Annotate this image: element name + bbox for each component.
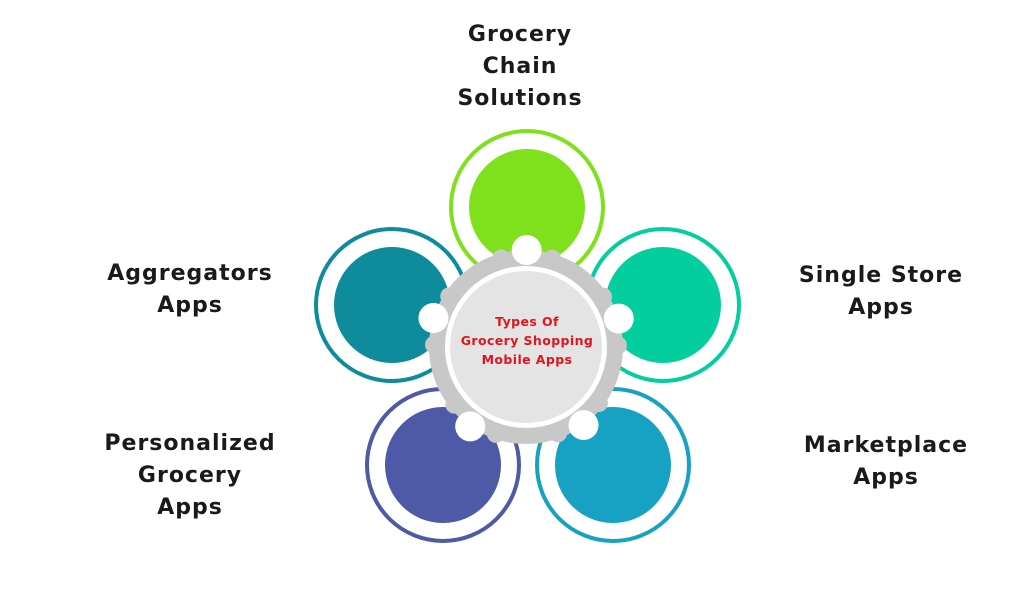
center-title-line: Grocery Shopping <box>460 333 594 348</box>
petal-label-line: Marketplace <box>803 433 969 458</box>
center-gear-hub <box>418 235 634 444</box>
gear-tooth <box>492 249 511 268</box>
gear-notch <box>455 411 486 442</box>
petal-label-line: Apps <box>157 293 223 318</box>
gear-tooth <box>608 336 627 355</box>
gear-tooth <box>445 395 464 414</box>
petal-label-line: Chain <box>482 54 558 79</box>
petal-label-line: Grocery <box>467 22 573 47</box>
center-title-line: Mobile Apps <box>481 352 573 367</box>
gear-tooth <box>549 424 568 443</box>
petal-label-line: Single Store <box>798 263 964 288</box>
petal-label-top: Grocery Chain Solutions <box>400 19 640 115</box>
petal-inner-disc <box>469 149 585 265</box>
petal-inner-disc <box>334 247 450 363</box>
petal-label-bottom-left: Personalized Grocery Apps <box>70 428 310 524</box>
petal-label-line: Apps <box>157 495 223 520</box>
gear-notch <box>511 235 542 266</box>
gear-tooth <box>440 287 459 306</box>
gear-notch <box>568 410 599 441</box>
gear-tooth <box>543 249 562 268</box>
gear-center-disc <box>450 271 602 423</box>
petal-label-line: Apps <box>853 465 919 490</box>
petal-label-top-right: Single Store Apps <box>761 260 1001 324</box>
petal-label-line: Grocery <box>137 463 243 488</box>
petal-label-bottom-right: Marketplace Apps <box>766 430 1006 494</box>
center-title: Types Of Grocery Shopping Mobile Apps <box>452 312 602 369</box>
petal-label-line: Apps <box>848 295 914 320</box>
petal-label-line: Personalized <box>104 431 276 456</box>
petal-label-top-left: Aggregators Apps <box>70 258 310 322</box>
gear-notch <box>603 303 634 334</box>
gear-notch <box>418 302 449 333</box>
petal-inner-disc <box>605 247 721 363</box>
gear-tooth <box>594 287 613 306</box>
petal-label-line: Aggregators <box>107 261 273 286</box>
gear-tooth <box>425 335 444 354</box>
petal-label-line: Solutions <box>457 86 583 111</box>
center-title-line: Types Of <box>495 314 559 329</box>
gear-tooth <box>486 424 505 443</box>
gear-tooth <box>589 394 608 413</box>
